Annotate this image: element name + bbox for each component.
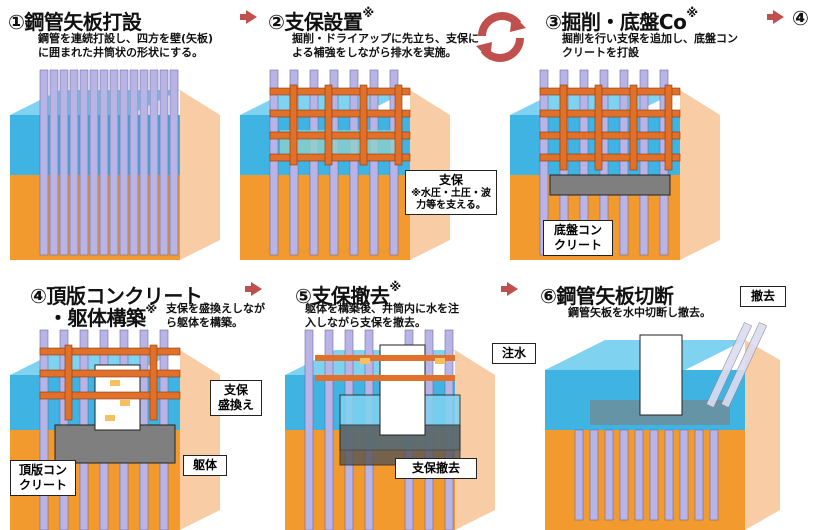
arrow-step4-to-5 [245,282,262,296]
step2-title: ②支保設置※ [268,6,374,34]
callout-kutai: 躯体 [183,455,227,476]
next-step-label: ④ [792,6,809,30]
scene-step6-illustration [545,322,780,530]
step3-description: 掘削を行い支保を追加し、底盤コンクリートを打設 [562,32,738,59]
step6-description: 鋼管矢板を水中切断し撤去。 [568,306,711,319]
callout-shiho-morikae: 支保盛換え [210,380,262,416]
step4-description: 支保を盛換えしながら躯体を構築。 [166,302,265,329]
step5-description: 躯体を構築後、井筒内に水を注入しながら支保を撤去。 [305,302,459,329]
scene-step5-illustration [285,329,495,530]
step1-title: ①鋼管矢板打設 [8,10,142,34]
scene-step4-illustration [10,329,220,530]
step4-subtitle: ・躯体構築※ [48,302,157,330]
step1-description: 鋼管を連続打設し、四方を壁(矢板)に囲まれた井筒状の形状にする。 [38,32,214,59]
arrow-step3-to-4 [767,10,784,24]
callout-tekkyo: 撤去 [740,286,786,307]
callout-chusui: 注水 [492,343,536,364]
arrow-step1-to-2 [240,10,257,24]
arrow-step5-to-6 [501,282,518,296]
callout-shiho: 支保 ※水圧・土圧・波 力等を支える。 [405,170,497,215]
step2-description: 掘削・ドライアップに先立ち、支保による補強をしながら排水を実施。 [292,32,479,59]
scene-step1-illustration [10,69,220,260]
cycle-arrows-icon [476,12,526,62]
callout-chouban-concrete: 頂版コンクリート [10,460,76,496]
callout-shiho-tekkyo: 支保撤去 [395,458,477,479]
scene-step3-illustration [510,69,720,260]
step3-title: ③掘削・底盤Co※ [545,6,698,34]
step6-title: ⑥鋼管矢板切断 [540,284,674,308]
scene-step2-illustration [240,69,450,260]
step5-title: ⑤支保撤去※ [295,280,401,308]
callout-teiban-concrete: 底盤コンクリート [543,220,613,256]
step4-title: ④頂版コンクリート [30,284,203,308]
